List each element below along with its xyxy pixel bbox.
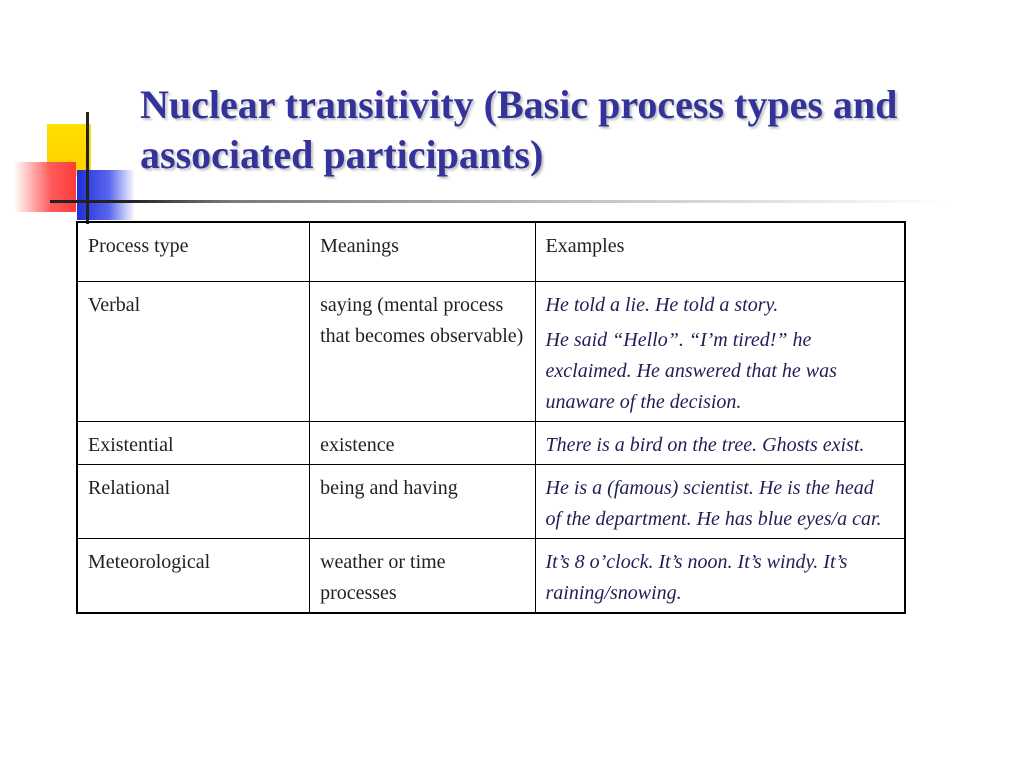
examples-cell: There is a bird on the tree. Ghosts exis… bbox=[534, 421, 906, 465]
decor-vertical-line bbox=[86, 112, 89, 224]
table-row: Relational being and having He is a (fam… bbox=[76, 464, 906, 539]
meaning-cell: saying (mental process that becomes obse… bbox=[309, 281, 536, 422]
example-text: He told a lie. He told a story. bbox=[545, 294, 779, 316]
header-meanings: Meanings bbox=[309, 221, 536, 282]
example-text: There is a bird on the tree. Ghosts exis… bbox=[545, 434, 865, 456]
header-process-type: Process type bbox=[76, 221, 311, 282]
examples-cell: He told a lie. He told a story. He said … bbox=[534, 281, 906, 422]
table-row: Existential existence There is a bird on… bbox=[76, 421, 906, 465]
meaning-cell: being and having bbox=[309, 464, 536, 539]
example-text: He is a (famous) scientist. He is the he… bbox=[545, 477, 882, 530]
process-type-cell: Existential bbox=[76, 421, 311, 465]
process-type-cell: Relational bbox=[76, 464, 311, 539]
decor-red-square bbox=[14, 162, 76, 212]
examples-cell: He is a (famous) scientist. He is the he… bbox=[534, 464, 906, 539]
meaning-cell: weather or time processes bbox=[309, 538, 536, 614]
examples-cell: It’s 8 o’clock. It’s noon. It’s windy. I… bbox=[534, 538, 906, 614]
meaning-cell: existence bbox=[309, 421, 536, 465]
process-type-cell: Meteorological bbox=[76, 538, 311, 614]
table-row: Verbal saying (mental process that becom… bbox=[76, 281, 906, 422]
header-examples: Examples bbox=[534, 221, 906, 282]
title-underline bbox=[50, 200, 950, 203]
process-type-cell: Verbal bbox=[76, 281, 311, 422]
example-text: It’s 8 o’clock. It’s noon. It’s windy. I… bbox=[545, 551, 848, 604]
table-header-row: Process type Meanings Examples bbox=[76, 221, 906, 282]
process-types-table: Process type Meanings Examples Verbal sa… bbox=[76, 221, 906, 614]
example-text: He said “Hello”. “I’m tired!” he exclaim… bbox=[545, 329, 837, 413]
table-row: Meteorological weather or time processes… bbox=[76, 538, 906, 614]
slide-title: Nuclear transitivity (Basic process type… bbox=[140, 82, 898, 177]
